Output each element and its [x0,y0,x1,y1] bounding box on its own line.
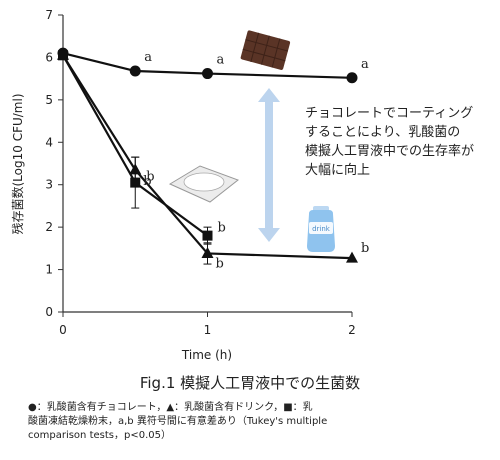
series-line [62,54,209,237]
series-line [62,52,353,79]
drink-label: drink [312,225,331,233]
data-label: a [361,57,369,72]
y-tick-label: 6 [45,50,53,64]
chocolate-bar-icon [240,30,291,70]
data-label: b [143,174,151,189]
annotation-line: 大幅に向上 [305,163,371,178]
data-label: a [144,50,152,65]
legend-line: 酸菌凍結乾燥粉末，a,b 異符号間に有意差あり（Tukey's multiple [28,416,328,427]
data-point-square [202,230,213,241]
y-tick-label: 1 [45,263,53,277]
data-point-square [130,177,141,188]
data-point-circle [346,72,358,84]
legend-note: ●：乳酸菌含有チョコレート，▲：乳酸菌含有ドリンク，■：乳 酸菌凍結乾燥粉末，a… [28,401,486,443]
y-axis: 0 1 2 3 4 5 6 7 [45,8,64,319]
y-axis-label: 残存菌数(Log10 CFU/ml) [10,93,25,234]
data-label: b [216,256,224,271]
annotation-text: チョコレートでコーティング することにより、乳酸菌の 模擬人工胃液中での生存率が… [305,104,497,180]
double-arrow-icon [258,88,280,242]
y-tick-label: 4 [45,135,53,149]
y-tick-label: 5 [45,93,53,107]
data-label: a [217,53,225,68]
annotation-line: 模擬人工胃液中での生存率が [305,144,475,159]
x-ticks: 0 1 2 [59,312,356,337]
annotation-line: することにより、乳酸菌の [305,125,461,140]
data-label: b [146,170,154,185]
x-axis-label: Time (h) [181,348,232,362]
data-point-triangle [346,251,358,263]
chart: 0 1 2 3 4 5 6 7 0 1 2 残存菌数(Log10 CFU/ml) Time (h)… [10,8,369,362]
series-line [62,54,353,260]
legend-line: comparison tests，p<0.05） [28,430,171,441]
figure-caption: Fig.1 模擬人工胃液中での生菌数 [139,374,361,392]
y-tick-label: 7 [45,8,53,22]
data-point-circle [202,68,213,80]
data-label: b [218,221,226,236]
x-tick-label: 2 [348,323,356,337]
drink-bottle-icon: drink [307,206,335,252]
data-point-triangle [201,246,214,258]
annotation-line: チョコレートでコーティング [305,106,474,121]
y-ticks: 0 1 2 3 4 5 6 7 [45,8,63,319]
legend-line: ●：乳酸菌含有チョコレート，▲：乳酸菌含有ドリンク，■：乳 [28,402,313,413]
x-tick-label: 0 [59,323,67,337]
y-tick-label: 0 [45,305,53,319]
data-point-circle [129,65,141,77]
data-label: b [361,241,369,256]
x-tick-label: 1 [204,323,212,337]
y-tick-label: 2 [45,220,53,234]
powder-packet-icon [168,165,240,203]
x-axis: 0 1 2 [59,311,356,337]
data-point-square [58,50,68,61]
y-tick-label: 3 [45,178,53,192]
series-square: bb [58,50,226,245]
